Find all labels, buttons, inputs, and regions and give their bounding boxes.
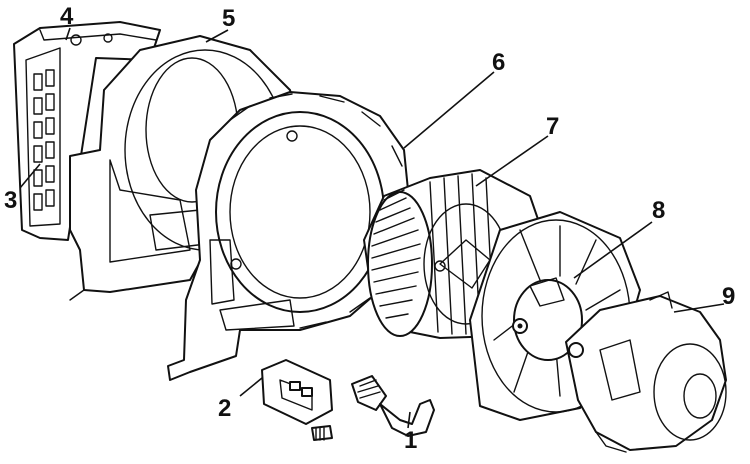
leader-lines [19,27,725,429]
leader-9 [673,303,725,313]
callout-5: 5 [222,5,235,32]
ring-frame-part [167,91,409,381]
callout-9: 9 [722,283,735,310]
callout-3: 3 [4,187,17,214]
leader-3 [19,163,41,189]
leader-2 [239,377,263,397]
callout-2: 2 [218,395,231,422]
leader-1 [407,411,411,429]
callout-labels: 1 2 3 4 5 6 7 8 9 [4,3,735,454]
callout-6: 6 [492,49,505,76]
callout-7: 7 [546,113,559,140]
connector-harness-part [351,375,435,437]
callout-4: 4 [60,3,74,30]
callout-8: 8 [652,197,665,224]
leader-5 [205,29,229,43]
callout-1: 1 [404,427,417,454]
rear-housing-part [13,21,161,241]
motor-cover-part [565,291,727,453]
leader-7 [475,135,549,187]
leader-6 [403,71,495,149]
resistor-module-part [261,359,333,441]
housing-grille [33,69,55,211]
leader-4 [65,27,71,41]
leader-8 [573,221,653,279]
